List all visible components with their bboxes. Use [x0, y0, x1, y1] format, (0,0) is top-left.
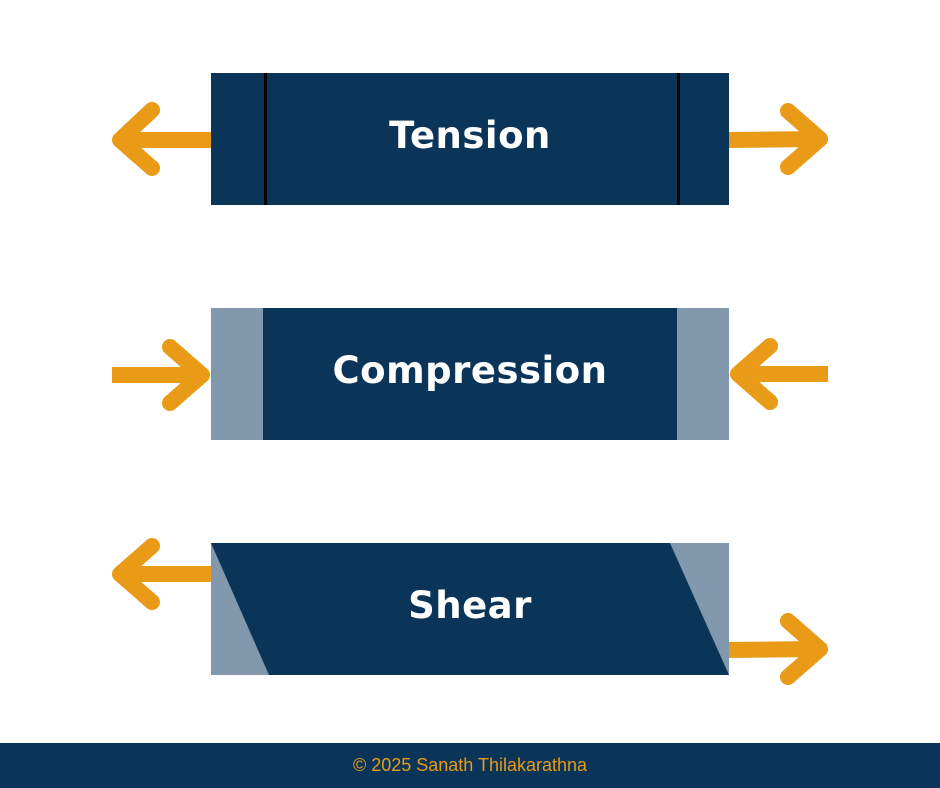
compression-left-arrow-icon [112, 339, 210, 411]
tension-left-divider [264, 73, 267, 205]
tension-left-arrow-icon [112, 102, 212, 176]
shear-label: Shear [408, 584, 532, 627]
tension-right-divider [677, 73, 680, 205]
tension-block [211, 73, 729, 205]
compression-right-arrow-icon [730, 338, 828, 410]
footer-bar: © 2025 Sanath Thilakarathna [0, 743, 940, 788]
compression-block [211, 308, 729, 440]
shear-right-arrow-icon [727, 613, 828, 685]
copyright-text: © 2025 Sanath Thilakarathna [352, 755, 588, 775]
shear-block [211, 543, 729, 675]
tension-right-arrow-icon [727, 103, 828, 175]
shear-left-arrow-icon [112, 538, 212, 610]
compression-label: Compression [332, 349, 608, 392]
tension-label: Tension [389, 114, 551, 157]
